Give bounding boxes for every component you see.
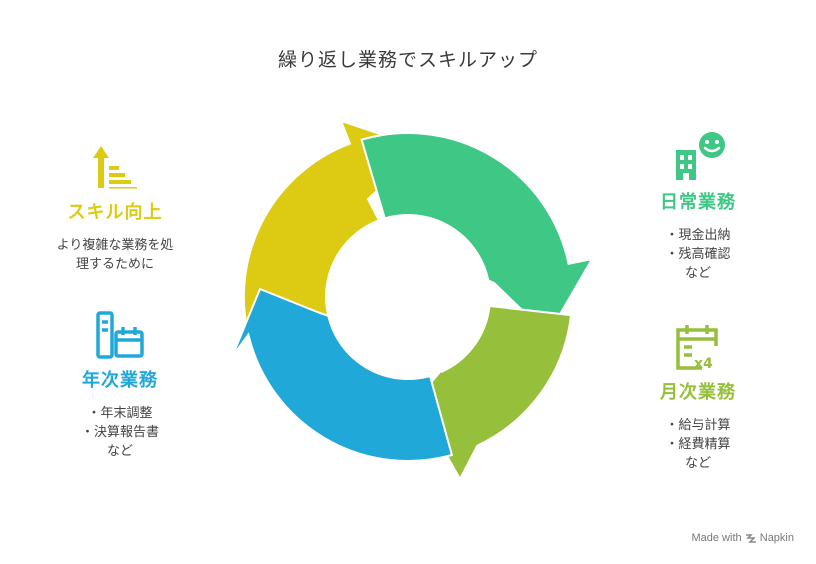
annual-line-2: ・決算報告書 <box>80 425 159 440</box>
napkin-brand-label: Napkin <box>759 531 794 544</box>
cycle-arrow-blue <box>231 287 454 462</box>
daily-line-1: ・現金出納 <box>665 228 731 243</box>
daily-description: ・現金出納 ・残高確認 など <box>628 226 768 283</box>
daily-heading: 日常業務 <box>660 192 736 213</box>
monthly-line-2: ・経費精算 <box>665 437 731 452</box>
daily-block: 日常業務 ・現金出納 ・残高確認 など <box>628 130 768 283</box>
monthly-line-1: ・給与計算 <box>665 418 731 433</box>
skill-line-1: より複雑な業務を処 <box>56 238 174 253</box>
skill-block: スキル向上 より複雑な業務を処 理するために <box>40 142 190 274</box>
annual-heading: 年次業務 <box>82 370 158 391</box>
cycle-arrow-lime <box>414 304 573 482</box>
made-with-napkin[interactable]: Made with Napkin <box>691 532 794 544</box>
annual-block: 年次業務 ・年末調整 ・決算報告書 など <box>55 310 185 461</box>
monthly-block: x4 月次業務 ・給与計算 ・経費精算 など <box>628 322 768 473</box>
daily-line-2: ・残高確認 <box>665 247 731 262</box>
monthly-description: ・給与計算 ・経費精算 など <box>628 416 768 473</box>
svg-text:x4: x4 <box>694 356 713 372</box>
skill-description: より複雑な業務を処 理するために <box>40 236 190 274</box>
document-calendar-icon <box>96 311 144 359</box>
napkin-logo-icon <box>745 534 756 543</box>
daily-line-3: など <box>684 266 711 281</box>
monthly-heading: 月次業務 <box>660 382 736 403</box>
annual-line-3: など <box>106 444 133 459</box>
made-with-label: Made with <box>691 531 742 544</box>
annual-line-1: ・年末調整 <box>87 406 153 421</box>
page-title: 繰り返し業務でスキルアップ <box>277 49 538 71</box>
skill-heading: スキル向上 <box>67 202 163 223</box>
building-smile-icon <box>676 132 725 180</box>
growth-chart-icon <box>93 146 137 189</box>
monthly-line-3: など <box>684 456 711 471</box>
annual-description: ・年末調整 ・決算報告書 など <box>55 404 185 461</box>
cycle-arrow-green <box>360 132 595 337</box>
skill-line-2: 理するために <box>75 257 154 272</box>
calendar-x4-icon: x4 <box>676 325 718 372</box>
